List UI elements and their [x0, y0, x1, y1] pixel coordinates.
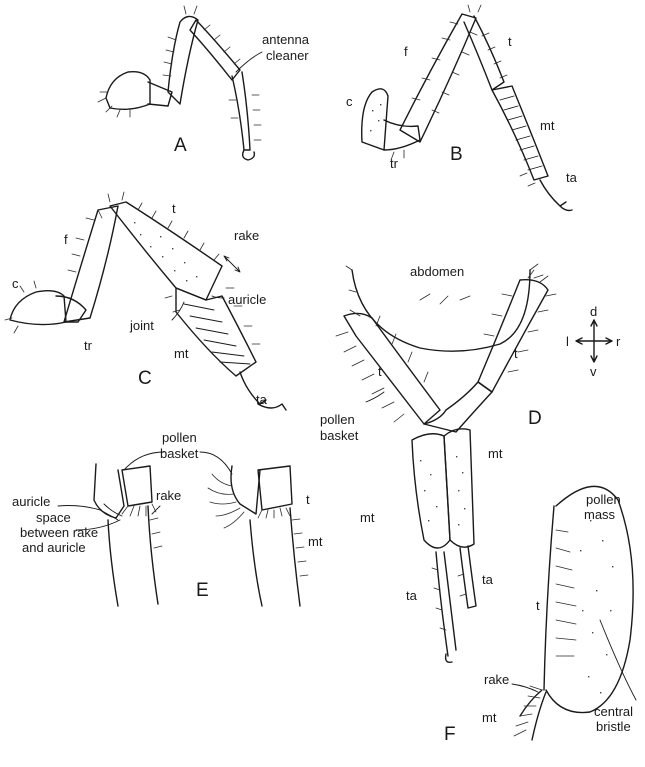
panel-c-hind-leg: C c f t tr rake auricle joint mt ta [5, 192, 286, 410]
c-f-label: f [64, 232, 68, 247]
b-mt-label: mt [540, 118, 555, 133]
d-mt-left-label: mt [360, 510, 375, 525]
a-panel-letter: A [174, 135, 187, 156]
f-central-bristle-label-1: central [594, 704, 633, 719]
b-tr-label: tr [390, 156, 399, 171]
c-tr-label: tr [84, 338, 93, 353]
e-pollen-basket-label-2: basket [160, 446, 199, 461]
e-right-tibia [231, 466, 260, 514]
d-right-metatarsus [444, 429, 474, 547]
f-pollen-mass-label-2: mass [584, 507, 616, 522]
a-coxa [106, 72, 150, 110]
e-space-label-3: and auricle [22, 540, 86, 555]
d-tarsus-hairs [432, 568, 466, 630]
b-t-label: t [508, 34, 512, 49]
f-mt-label: mt [482, 710, 497, 725]
c-auricle-label: auricle [228, 292, 266, 307]
e-panel-letter: E [196, 580, 209, 601]
d-right-tarsus [460, 546, 476, 608]
c-joint-label: joint [129, 318, 154, 333]
d-center-joint [424, 382, 492, 432]
e-right-pollen-block [258, 466, 292, 510]
d-left-tibia [344, 313, 440, 424]
d-ta-right-label: ta [482, 572, 494, 587]
c-femur [64, 206, 118, 322]
d-ta-left-label: ta [406, 588, 418, 603]
f-rake-label: rake [484, 672, 509, 687]
f-panel-letter: F [444, 724, 456, 745]
e-leader-pollen-basket-right [200, 452, 232, 474]
d-left-claw [446, 654, 452, 662]
a-femur [168, 16, 198, 104]
c-mt-label: mt [174, 346, 189, 361]
b-panel-letter: B [450, 144, 463, 165]
d-abdomen-outline [352, 270, 530, 351]
e-auricle-label: auricle [12, 494, 50, 509]
d-panel-letter: D [528, 408, 542, 429]
f-central-bristle-label-2: bristle [596, 719, 631, 734]
b-tibia [464, 16, 504, 90]
compass-r-label: r [616, 334, 621, 349]
d-abdomen-label: abdomen [410, 264, 464, 279]
f-t-label: t [536, 598, 540, 613]
c-tibia [110, 202, 222, 300]
f-tibia-edge [544, 506, 554, 690]
f-pollen-mass-bristles [556, 530, 576, 656]
a-antenna-cleaner-label-1: antenna [262, 32, 310, 47]
a-antenna-cleaner-label-2: cleaner [266, 48, 309, 63]
c-panel-letter: C [138, 368, 152, 389]
c-leader-joint [172, 302, 184, 320]
d-left-tarsus [436, 552, 456, 656]
c-c-label: c [12, 276, 19, 291]
d-mt-right-label: mt [488, 446, 503, 461]
e-left-pollen-block [122, 466, 152, 506]
c-ta-label: ta [256, 392, 268, 407]
e-right-rake-hairs [258, 508, 308, 576]
b-femur [400, 14, 476, 142]
panel-d-hind-legs-pair: D abdomen t t pollen basket mt mt ta ta [320, 264, 556, 662]
b-f-label: f [404, 44, 408, 59]
f-leader-rake [512, 684, 538, 692]
e-space-label-1: space [36, 510, 71, 525]
b-hairs [391, 5, 535, 186]
f-pollen-mass-specks [580, 520, 613, 693]
c-t-label: t [172, 201, 176, 216]
compass-l-label: l [566, 334, 569, 349]
orientation-compass: d v l r [566, 304, 621, 379]
e-t-label: t [306, 492, 310, 507]
d-right-tibia [478, 280, 548, 392]
e-pollen-basket-label-1: pollen [162, 430, 197, 445]
d-pollen-basket-label-2: basket [320, 428, 359, 443]
f-pollen-mass-label-1: pollen [586, 492, 621, 507]
a-tarsus [232, 72, 250, 150]
b-coxa-specks [370, 104, 381, 131]
a-tibia [190, 20, 240, 80]
b-ta-label: ta [566, 170, 578, 185]
d-right-tibia-hairs [484, 270, 556, 372]
e-mt-label: mt [308, 534, 323, 549]
d-t-left-label: t [378, 364, 382, 379]
e-left-auricle-lines [100, 504, 122, 520]
e-left-metatarsus [108, 506, 158, 606]
d-metatarsus-specks [420, 456, 465, 525]
a-claw [243, 150, 255, 160]
e-rake-label: rake [156, 488, 181, 503]
c-rake-arrows [224, 256, 240, 272]
b-c-label: c [346, 94, 353, 109]
panel-a-foreleg: A antenna cleaner [98, 6, 310, 160]
e-space-label-2: between rake [20, 525, 98, 540]
panel-b-middle-leg: B c f t tr mt ta [346, 5, 578, 211]
d-t-right-label: t [514, 346, 518, 361]
e-right-metatarsus [250, 508, 300, 606]
d-leader-pollen-basket [366, 392, 384, 402]
compass-d-label: d [590, 304, 597, 319]
e-right-curved-hairs [208, 474, 244, 528]
panel-e-rake-auricle: E pollen basket auricle rake space betwe… [12, 430, 323, 606]
c-rake-label: rake [234, 228, 259, 243]
compass-v-label: v [590, 364, 597, 379]
d-pollen-basket-label-1: pollen [320, 412, 355, 427]
